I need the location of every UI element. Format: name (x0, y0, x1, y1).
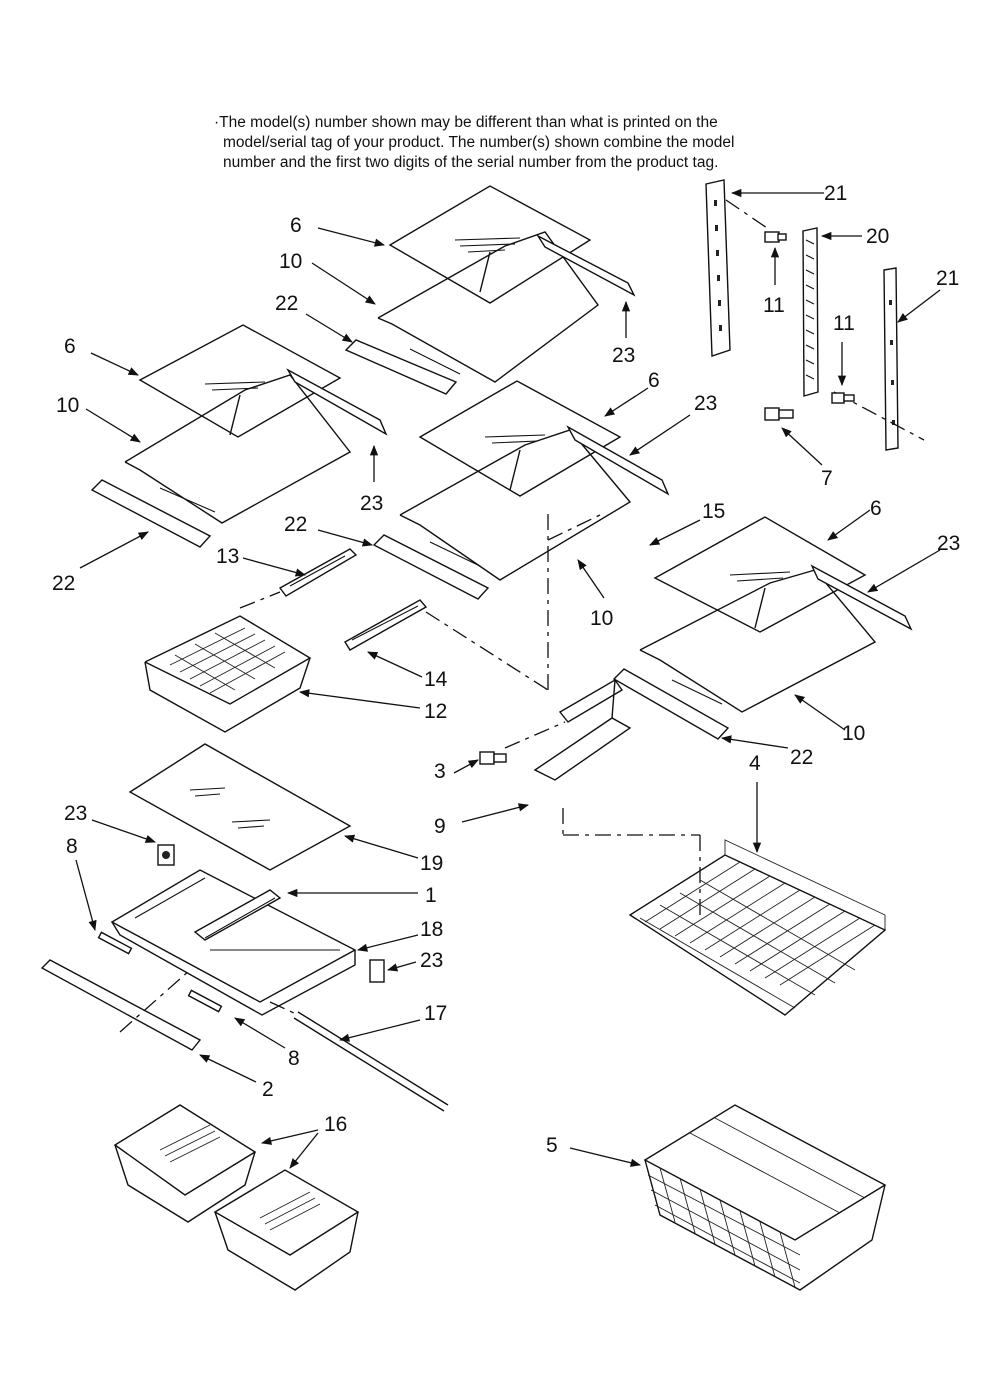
bracket-23e (157, 844, 175, 866)
screw-11a (764, 231, 787, 243)
callout-6: 6 (870, 497, 882, 520)
screw-3 (479, 751, 507, 765)
callout-3: 3 (434, 760, 446, 783)
callout-22: 22 (52, 572, 75, 595)
callout-13: 13 (216, 545, 239, 568)
callout-labels: 6 10 22 23 6 10 23 22 6 23 22 10 15 13 1… (52, 182, 960, 1157)
note-line-2: model/serial tag of your product. The nu… (223, 134, 735, 151)
callout-10: 10 (842, 722, 865, 745)
glass-cover-19 (128, 743, 352, 871)
shelf-assembly-right (612, 516, 913, 740)
wire-basket-5 (643, 1104, 887, 1291)
callout-23: 23 (612, 344, 635, 367)
callout-16: 16 (324, 1113, 347, 1136)
callout-21: 21 (936, 267, 959, 290)
pantry-assembly (40, 743, 449, 1112)
callout-15: 15 (702, 500, 725, 523)
callout-17: 17 (424, 1002, 447, 1025)
glass-shelf-6d (653, 516, 867, 633)
callout-4: 4 (749, 752, 761, 775)
callout-6: 6 (648, 369, 660, 392)
note-line-3: number and the first two digits of the s… (223, 154, 719, 171)
callout-8: 8 (66, 835, 78, 858)
callout-23: 23 (694, 392, 717, 415)
crisper-bins (113, 1104, 360, 1291)
note-line-1: ·The model(s) number shown may be differ… (214, 114, 718, 131)
callout-10: 10 (56, 394, 79, 417)
callout-19: 19 (420, 852, 443, 875)
screw-7 (764, 407, 794, 421)
callout-9: 9 (434, 815, 446, 838)
glass-shelf-6b (138, 324, 342, 438)
shelf-assembly-middle (372, 380, 670, 600)
callout-22: 22 (284, 513, 307, 536)
frame-9 (533, 717, 632, 781)
callout-6: 6 (290, 214, 302, 237)
callout-7: 7 (821, 467, 833, 490)
callout-11: 11 (833, 312, 855, 335)
callout-23: 23 (360, 492, 383, 515)
crisper-drawer-assembly (144, 510, 601, 733)
leader-lines (75, 188, 941, 1169)
bin-16a (113, 1104, 257, 1196)
callout-8: 8 (288, 1047, 300, 1070)
callout-14: 14 (424, 668, 448, 691)
standard-rail-20 (802, 227, 819, 397)
callout-20: 20 (866, 225, 889, 248)
divider-1 (193, 889, 282, 941)
callout-23: 23 (420, 949, 443, 972)
shelf-assembly-left (90, 324, 388, 548)
callout-1: 1 (425, 884, 437, 907)
basket-assembly (479, 679, 887, 1016)
callout-10: 10 (590, 607, 613, 630)
callout-22: 22 (790, 746, 813, 769)
disclaimer-note: ·The model(s) number shown may be differ… (214, 113, 854, 173)
shelf-standards (705, 179, 925, 451)
callout-23: 23 (64, 802, 87, 825)
slide-14 (344, 599, 428, 651)
front-trim-2 (40, 959, 202, 1051)
clip-8b (187, 989, 223, 1013)
shelf-assembly-top (344, 185, 636, 395)
callout-6: 6 (64, 335, 76, 358)
standard-rail-21b (883, 267, 899, 451)
rod-17 (297, 1011, 449, 1106)
callout-10: 10 (279, 250, 302, 273)
clip-8a (97, 931, 133, 955)
screw-11b (831, 392, 855, 404)
callout-11: 11 (763, 294, 785, 317)
callout-23: 23 (937, 532, 960, 555)
callout-12: 12 (424, 700, 447, 723)
tray-18 (110, 869, 357, 1003)
callout-18: 18 (420, 918, 443, 941)
callout-2: 2 (262, 1078, 274, 1101)
wire-shelf-4 (628, 854, 887, 1016)
bracket-23f (369, 959, 385, 983)
callout-21: 21 (824, 182, 847, 205)
glass-shelf-6c (418, 380, 622, 497)
standard-rail-21a (705, 179, 731, 357)
callout-5: 5 (546, 1134, 558, 1157)
callout-22: 22 (275, 292, 298, 315)
